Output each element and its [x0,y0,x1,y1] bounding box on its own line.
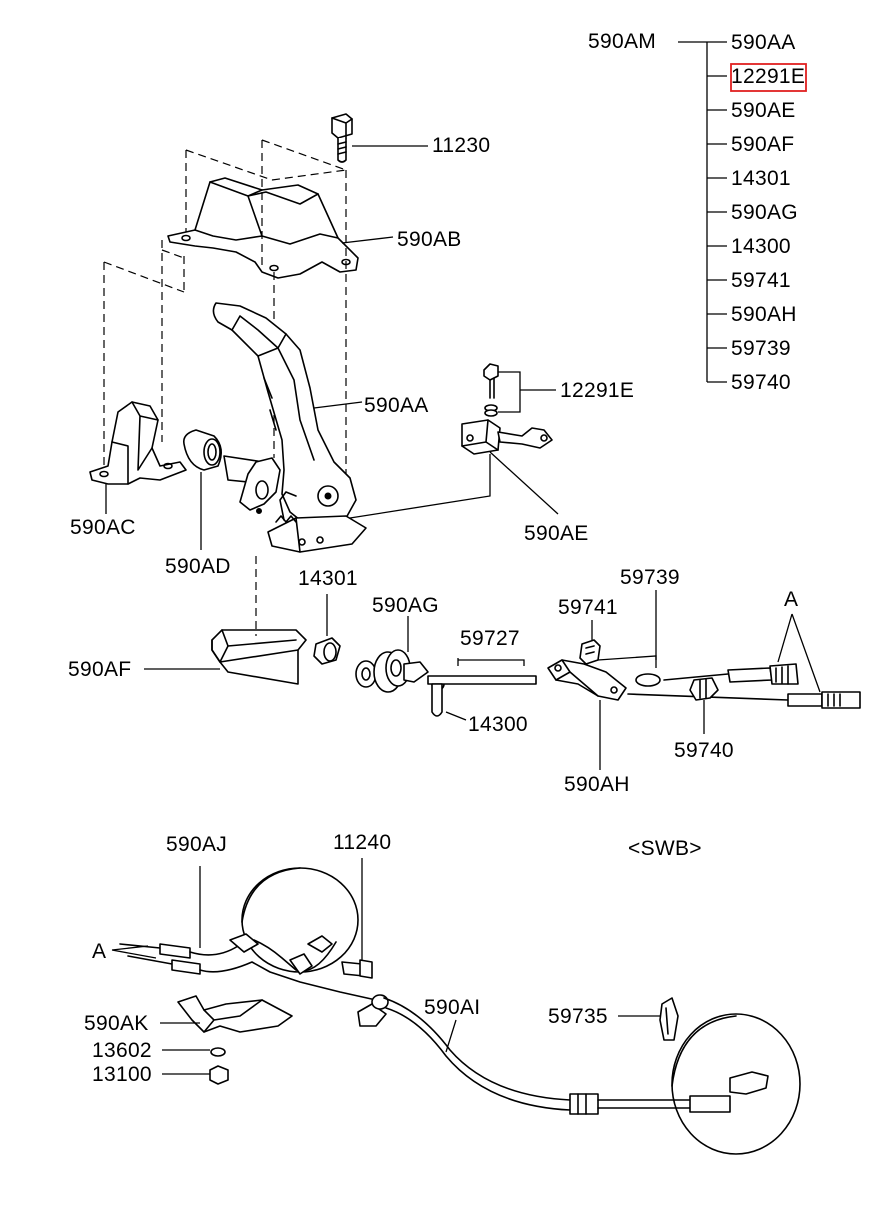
leader-590AA [313,401,363,409]
tree-item-59739[interactable]: 59739 [731,337,791,360]
callout-59739: 59739 [620,566,680,589]
bolt-and-washer-12291E[interactable] [483,363,499,417]
callout-11240: 11240 [333,831,391,854]
pin-14300[interactable] [431,683,443,717]
callout-59735: 59735 [548,1005,608,1028]
callout-14300: 14300 [468,713,528,736]
tree-root-label: 590AM [588,30,656,53]
callout-59740: 59740 [674,739,734,762]
callout-590AF: 590AF [68,658,131,681]
tree-item-12291e[interactable]: 12291E [731,65,805,88]
leader-590AB [341,236,394,244]
adjuster-nut-59740[interactable] [689,677,719,701]
pivot-bushing-590AD[interactable] [182,429,281,514]
callout-12291E: 12291E [560,379,634,402]
callout-590AC: 590AC [70,516,136,539]
bolt-11230[interactable] [331,113,353,163]
cable-front-590AJ[interactable] [119,933,377,1001]
callout-13602: 13602 [92,1039,152,1062]
cable-ends-59739[interactable] [627,663,861,709]
leader-590AE [489,451,559,515]
bracket-590AB[interactable] [167,177,359,279]
switch-bracket-590AE[interactable] [461,419,553,455]
tree-item-59741[interactable]: 59741 [731,269,791,292]
nut-13100[interactable] [209,1065,229,1085]
callout-590AB: 590AB [397,228,462,251]
tree-items: 590AA 12291E 590AE 590AF 14301 590AG 14300 5974… [707,31,805,394]
washer-13602[interactable] [210,1047,226,1057]
bushing-14301[interactable] [313,637,341,665]
callout-590AJ: 590AJ [166,833,227,856]
rod-59727[interactable] [427,675,537,685]
parking-brake-lever-590AA[interactable] [212,302,367,553]
callout-590AG: 590AG [372,594,439,617]
callout-59741: 59741 [558,596,618,619]
callout-590AA: 590AA [364,394,429,417]
equalizer-590AG[interactable] [355,649,445,693]
callout-A-bottom: A [92,940,106,963]
cable-rear-590AI[interactable] [357,994,769,1115]
tree-highlight-box [730,63,807,92]
leader-590AI [445,1019,457,1053]
tree-item-590ah[interactable]: 590AH [731,303,797,326]
leader-14300 [445,711,467,721]
bracket-590AK[interactable] [177,995,293,1033]
callout-59727: 59727 [460,627,520,650]
leader-A-top [777,613,821,693]
bolt-11240[interactable] [341,959,373,979]
tree-item-59740[interactable]: 59740 [731,371,791,394]
boot-cover-590AF[interactable] [211,629,307,685]
tree-item-14301[interactable]: 14301 [731,167,791,190]
part-tree: 590AM 590AA 12291E 590AE 590AF 14301 590AG 143… [588,30,807,394]
leader-59739 [597,655,657,668]
tree-item-590ae[interactable]: 590AE [731,99,796,122]
leader-A-bottom [111,945,157,959]
clip-59735[interactable] [659,997,679,1041]
nut-59741[interactable] [579,639,601,665]
leader-12291E [498,371,556,413]
callout-590AI: 590AI [424,996,480,1019]
tree-item-590ag[interactable]: 590AG [731,201,798,224]
callout-A-top: A [784,588,798,611]
callout-14301: 14301 [298,567,358,590]
tree-item-590af[interactable]: 590AF [731,133,794,156]
tree-item-14300[interactable]: 14300 [731,235,791,258]
tree-item-590aa[interactable]: 590AA [731,31,796,54]
callout-11230: 11230 [432,134,490,157]
callout-590AD: 590AD [165,555,231,578]
variant-label-swb: <SWB> [628,837,702,860]
callout-590AK: 590AK [84,1012,149,1035]
brake-backing-plate-right [671,1013,801,1155]
callout-590AE: 590AE [524,522,589,545]
callout-13100: 13100 [92,1063,152,1086]
leader-59727 [457,658,525,666]
leader-590AE-to-lever [349,454,491,519]
bracket-590AC[interactable] [89,401,187,485]
callout-590AH: 590AH [564,773,630,796]
equalizer-bracket-590AH[interactable] [547,659,661,701]
